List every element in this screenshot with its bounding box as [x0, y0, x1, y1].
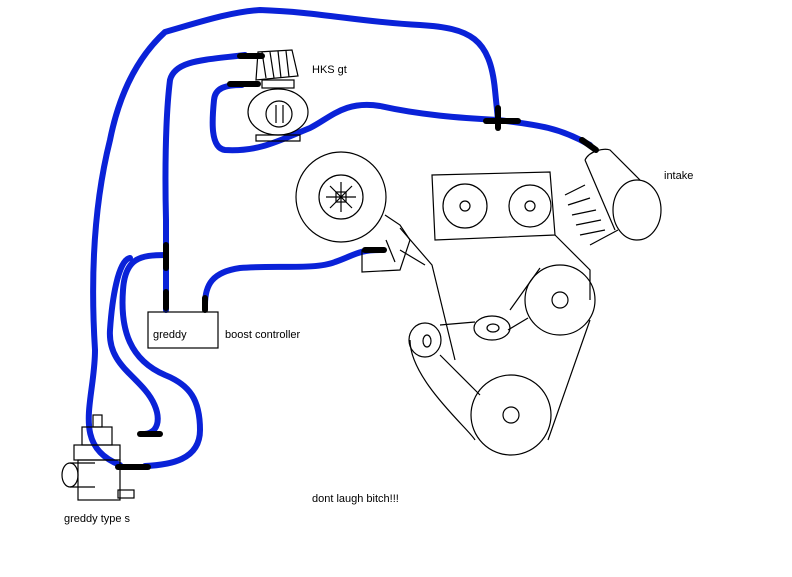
hose-fittings — [115, 53, 599, 470]
intake-label: intake — [664, 170, 694, 182]
engine-block — [399, 171, 591, 361]
hose-controller-to-turbo — [202, 247, 383, 308]
hose-intake-to-bov-outer — [85, 7, 593, 468]
boost-controller-label: boost controller — [225, 329, 301, 341]
hose-branch-to-bov-upper — [106, 255, 161, 437]
footer-caption: dont laugh bitch!!! — [312, 493, 399, 505]
intake-filter — [564, 148, 662, 246]
hose-intake-to-hks — [209, 82, 501, 154]
greddy-label: greddy — [153, 329, 187, 341]
vacuum-hoses — [85, 7, 593, 469]
hks-gt-valve — [247, 49, 309, 142]
greddy-type-s-valve — [61, 414, 135, 501]
intake-fitting — [579, 137, 599, 153]
hks-gt-label: HKS gt — [312, 64, 347, 76]
hose-hks-to-greddy-controller — [162, 52, 248, 313]
hose-branch-to-bov-lower — [119, 252, 203, 469]
greddy-boost-controller — [147, 311, 219, 349]
pulley-system — [408, 264, 596, 456]
greddy-type-s-label: greddy type s — [64, 513, 131, 525]
turbocharger — [295, 151, 411, 273]
